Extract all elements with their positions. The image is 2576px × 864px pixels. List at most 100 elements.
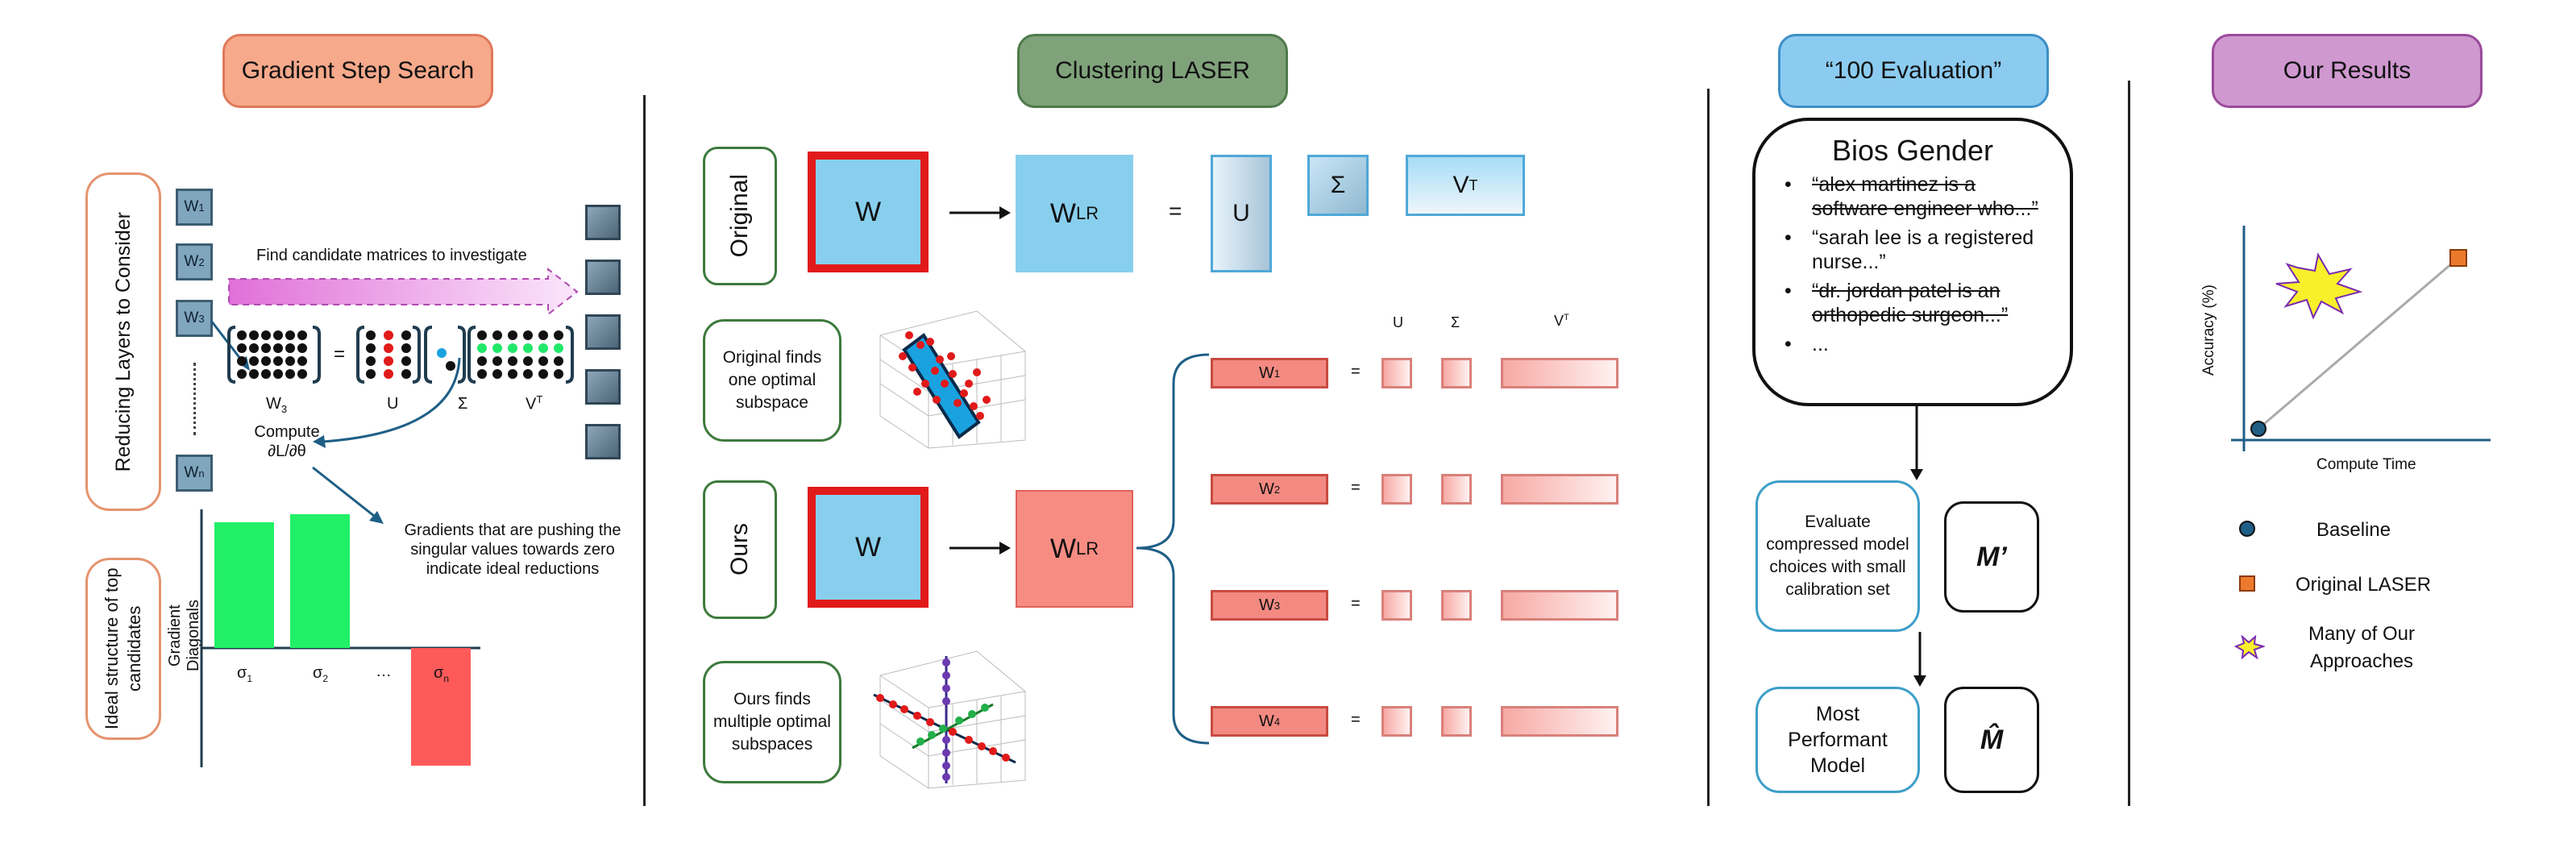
many-approaches-explosion [2275, 252, 2363, 320]
matrix-dot [237, 356, 247, 366]
scatter-point [976, 412, 984, 420]
bios-bullet-item: •... [1785, 332, 2041, 356]
matrix-dot [249, 356, 259, 366]
eq-w3-label: W3 [266, 395, 288, 415]
original-u-matrix: U [1211, 155, 1272, 272]
scatter-point [942, 736, 950, 744]
compute-gradient-text: Compute ∂L/∂θ [254, 423, 320, 460]
matrix-dot [554, 343, 563, 353]
matrix-dot [249, 343, 259, 353]
matrix-dot [384, 343, 393, 353]
row-w3-sigma [1441, 590, 1472, 621]
original-label-box: Original [703, 147, 777, 285]
bullet-dot: • [1785, 226, 1792, 249]
col-header-u: U [1393, 314, 1403, 330]
header-100-evaluation: “100 Evaluation” [1778, 34, 2049, 108]
scatter-point [900, 705, 908, 713]
row-w3-vt [1501, 590, 1618, 621]
scatter-point [955, 717, 963, 725]
scatter-point [949, 728, 957, 736]
header-our-results: Our Results [2212, 34, 2483, 108]
original-equals: = [1169, 198, 1182, 223]
scatter-point [973, 368, 981, 376]
eq-vt-label: VT [526, 393, 543, 413]
scatter-point [916, 737, 924, 746]
legend-original-laser-icon [2239, 575, 2255, 592]
matrix-dot [273, 356, 283, 366]
row-w3-u [1381, 590, 1412, 621]
matrix-dot [366, 330, 376, 340]
row-w1-u [1381, 358, 1412, 388]
matrix-dot [273, 343, 283, 353]
reducing-layers-label: Reducing Layers to Consider [111, 211, 135, 472]
row-w1-equals: = [1351, 363, 1361, 380]
matrix-dot [237, 343, 247, 353]
bios-bullet-list: •“alex martinez is a software engineer w… [1785, 172, 2041, 356]
matrix-dot [285, 343, 295, 353]
bar-label-sigma-1: σ1 [237, 664, 253, 684]
candidate-matrix-4 [585, 369, 621, 405]
legend-explosion-icon [2233, 635, 2265, 659]
matrix-dot [554, 369, 563, 379]
bios-gender-panel: Bios Gender •“alex martinez is a softwar… [1752, 118, 2073, 406]
scatter-point [960, 389, 968, 397]
scatter-point [913, 712, 921, 720]
matrix-dot [366, 343, 376, 353]
bullet-dot: • [1785, 280, 1792, 302]
matrix-dot [401, 369, 411, 379]
legend-baseline-icon [2239, 521, 2255, 537]
matrix-dot [492, 356, 502, 366]
bullet-text: “dr. jordan patel is an orthopedic surge… [1812, 280, 2009, 326]
matrix-dot [273, 369, 283, 379]
matrix-dot [285, 356, 295, 366]
bar-sigma-1 [214, 522, 274, 648]
baseline-to-laser-line [2258, 256, 2459, 430]
matrix-dot [538, 356, 548, 366]
matrix-dot [523, 356, 533, 366]
scatter-point [942, 773, 950, 781]
matrix-dot [384, 330, 393, 340]
matrix-dot [508, 330, 517, 340]
scatter-point [942, 658, 950, 667]
scatter-point [965, 380, 973, 388]
scatter-point [908, 363, 916, 372]
bar-sigma-2 [290, 514, 350, 648]
row-w2-u [1381, 474, 1412, 505]
scatter-point [928, 731, 936, 739]
compute-time-axis-label: Compute Time [2316, 456, 2416, 473]
matrix-dot [492, 330, 502, 340]
evaluate-box: Evaluate compressed model choices with s… [1755, 480, 1920, 632]
bullet-dot: • [1785, 333, 1792, 355]
layer-ellipsis-dots [193, 363, 196, 435]
scatter-point [899, 352, 907, 360]
scatter-point [926, 718, 934, 726]
bar-label-sigma-2: σ2 [313, 664, 329, 684]
matrix-dot [297, 369, 307, 379]
scatter-point [941, 380, 949, 388]
matrix-dot [523, 343, 533, 353]
bullet-text: ... [1812, 333, 1829, 355]
original-arrow [949, 206, 1011, 219]
matrix-dot [477, 356, 487, 366]
bullet-dot: • [1785, 173, 1792, 196]
original-laser-point [2449, 249, 2467, 267]
scatter-point [981, 704, 989, 712]
original-scatter-3d [879, 310, 1026, 449]
find-candidates-arrow [228, 268, 579, 316]
row-w2-sigma [1441, 474, 1472, 505]
row-w3-equals: = [1351, 595, 1361, 613]
scatter-point [916, 341, 924, 349]
original-finds-box: Original finds one optimal subspace [703, 319, 841, 442]
sigma-to-compute-arrow [313, 357, 461, 448]
original-sigma-matrix: Σ [1307, 155, 1369, 216]
candidate-matrix-1 [585, 205, 621, 240]
legend-baseline-label: Baseline [2316, 519, 2391, 541]
